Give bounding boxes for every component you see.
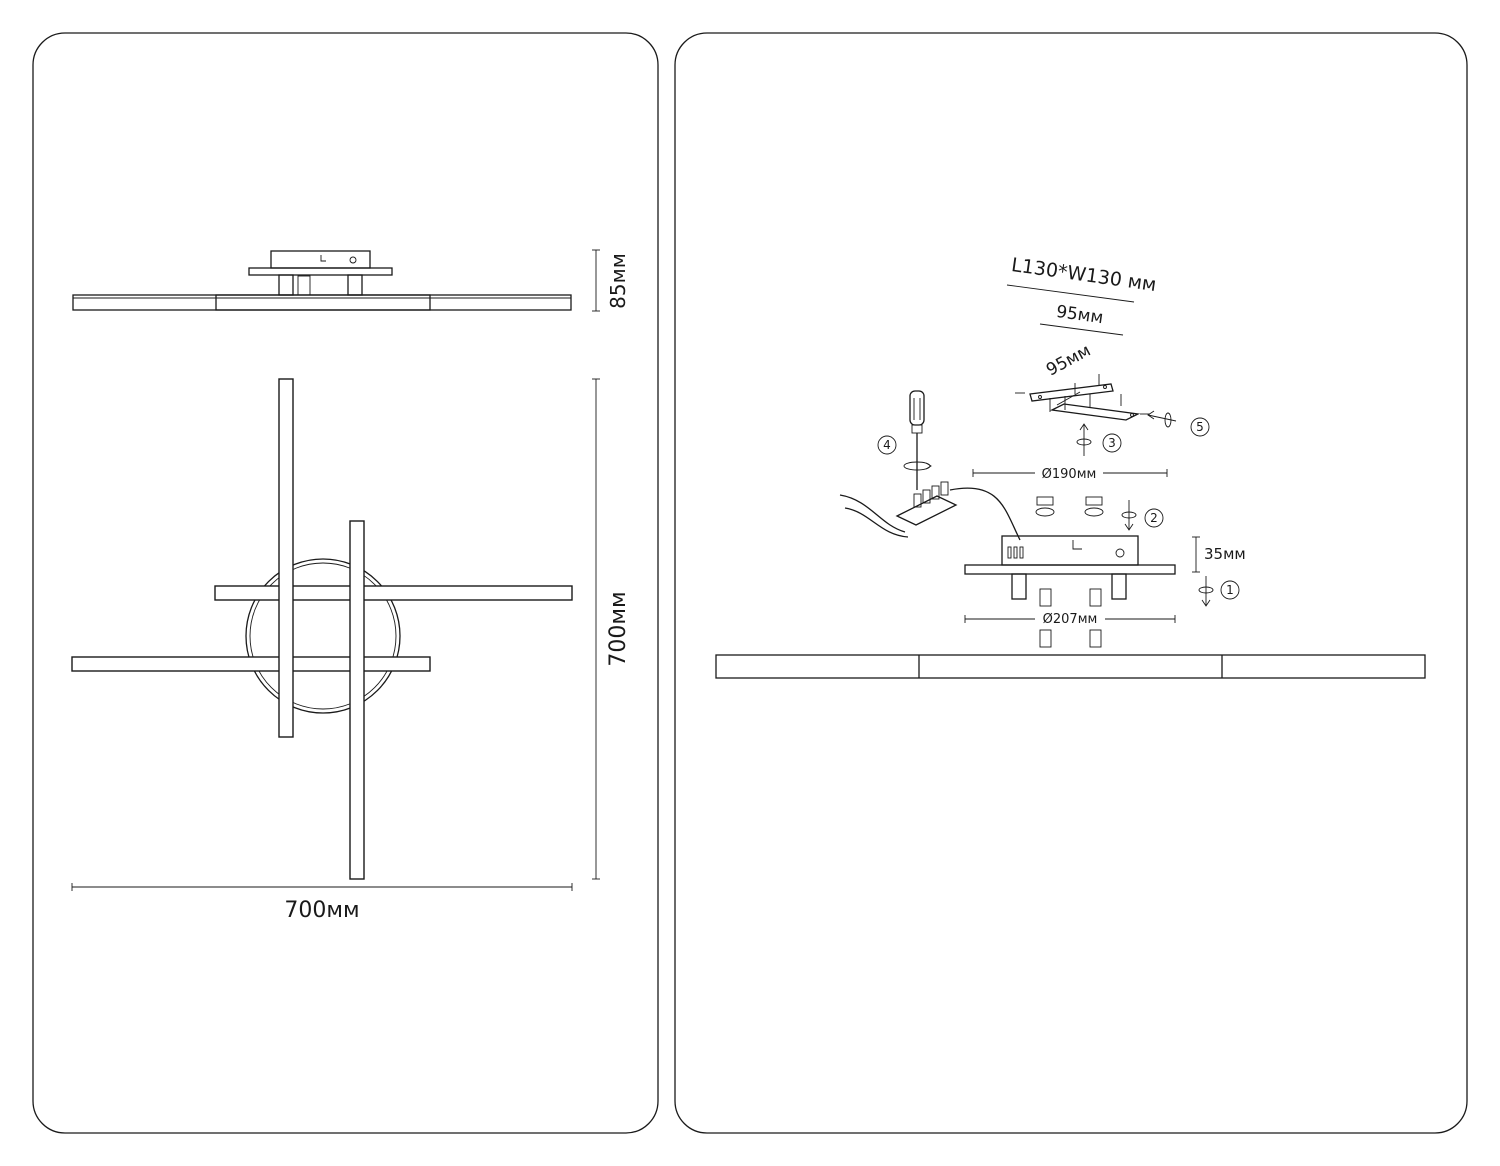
diameter-bottom-label: Ø207мм (1043, 612, 1098, 627)
bracket-diagonal-label: 95мм (1043, 341, 1094, 381)
side-view-base-plate (248, 267, 393, 276)
side-view: 85мм (72, 249, 630, 312)
base-height-label: 35мм (1204, 545, 1246, 563)
step-1-marker: 1 (1220, 580, 1240, 600)
terminal-block (839, 481, 1021, 541)
bracket-length-label: 95мм (1055, 302, 1105, 328)
step-4-marker: 4 (877, 435, 897, 455)
mount-screws (1035, 496, 1137, 531)
height-dimension-label: 85мм (606, 253, 630, 309)
screwdriver-icon (903, 390, 932, 490)
step-5-marker: 5 (1190, 417, 1210, 437)
step-5-number: 5 (1196, 420, 1204, 434)
step-3-number: 3 (1108, 436, 1116, 450)
canopy-base: 35мм Ø207мм (964, 535, 1246, 648)
step-3-marker: 3 (1102, 433, 1122, 453)
light-bar-vertical-right (349, 520, 365, 880)
cross-bracket (1015, 374, 1177, 456)
width-dimension-label: 700мм (284, 898, 359, 923)
lamp-bar-side (715, 654, 1426, 679)
canopy-plate (964, 564, 1176, 575)
top-view-ring-outer (245, 558, 401, 714)
side-view-mount-box (270, 250, 371, 269)
top-view: 700мм 700мм (71, 378, 631, 923)
driver-box (1001, 535, 1139, 566)
light-bar-vertical-left (278, 378, 294, 738)
top-view-ring-inner (249, 562, 397, 710)
left-panel-frame (32, 32, 659, 1134)
diameter-top-label: Ø190мм (1042, 467, 1097, 482)
light-bar-horizontal-upper (214, 585, 573, 601)
side-view-light-bar (72, 294, 572, 311)
step-4-number: 4 (883, 438, 891, 452)
step-2-number: 2 (1150, 511, 1158, 525)
depth-dimension-label: 700мм (606, 591, 631, 666)
step-2-marker: 2 (1144, 508, 1164, 528)
mounting-plate-dimensions: L130*W130 мм 95мм 95мм (1006, 254, 1158, 381)
diameter-190-dimension: Ø190мм (972, 467, 1168, 482)
step-1-number: 1 (1226, 583, 1234, 597)
light-bar-horizontal-lower (71, 656, 431, 672)
plate-size-label: L130*W130 мм (1010, 254, 1158, 296)
right-panel-frame (674, 32, 1468, 1134)
